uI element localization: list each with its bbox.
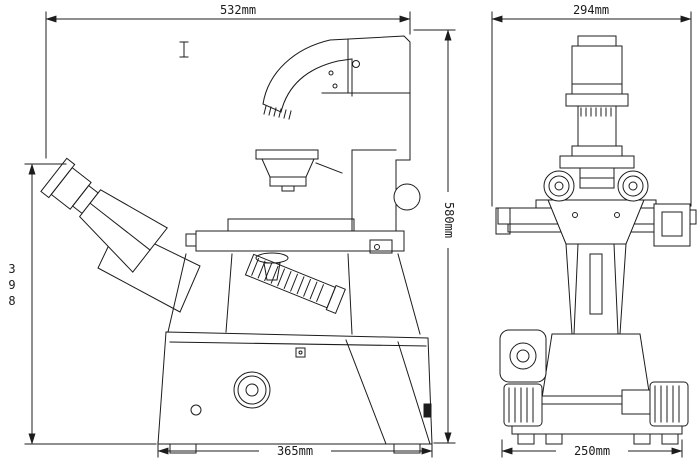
- condenser-lever: [315, 162, 343, 174]
- foot: [393, 443, 421, 454]
- condenser: [255, 149, 343, 192]
- foot: [169, 443, 197, 454]
- eyepiece-barrel: [50, 166, 92, 210]
- knob-hatch: [508, 387, 534, 423]
- eyepiece-left: [543, 170, 575, 202]
- eyepieces-front: [543, 170, 649, 202]
- dimension-label-365: 365mm: [259, 445, 331, 458]
- dimension-label-294: 294mm: [572, 3, 610, 17]
- switch-plate: [369, 239, 393, 254]
- tension-knob: [393, 183, 421, 211]
- stage-bracket: [653, 203, 691, 247]
- focus-controls: [499, 329, 689, 427]
- knob-axle: [621, 389, 653, 415]
- eyepiece-right: [617, 170, 649, 202]
- base: [157, 331, 433, 454]
- body-frame: [167, 239, 421, 335]
- condenser-dial-housing: [499, 329, 547, 383]
- foot: [661, 433, 679, 445]
- cursor-mark: [179, 41, 189, 58]
- side-view-drawing: [40, 35, 433, 454]
- dimension-label-532: 532mm: [219, 3, 257, 17]
- holder-hatch: [251, 257, 325, 303]
- condenser-front: [579, 167, 615, 189]
- head-and-column: [547, 199, 645, 335]
- label-plate: [295, 347, 306, 358]
- specimen-holder: [244, 253, 346, 315]
- dimension-label-250: 250mm: [556, 445, 628, 458]
- stage-knob: [689, 209, 697, 225]
- indicator: [190, 404, 202, 416]
- screw-icon: [328, 70, 334, 76]
- binocular-head: [40, 157, 201, 313]
- foot: [545, 433, 563, 445]
- screw-icon: [332, 83, 338, 89]
- focus-knob-left: [503, 383, 543, 427]
- knob-hatch: [654, 385, 680, 423]
- foot: [517, 433, 535, 445]
- lamp-housing: [559, 35, 635, 169]
- focus-knob-right: [649, 381, 689, 427]
- vent-hatch: [263, 105, 292, 120]
- dimension-label-580: 580mm: [441, 192, 456, 248]
- vent-hatch: [580, 107, 612, 117]
- screw-icon: [352, 60, 360, 68]
- focus-knob: [233, 371, 271, 409]
- foot: [633, 433, 651, 445]
- front-view-drawing: [495, 35, 697, 445]
- column-slot: [589, 253, 603, 315]
- dimension-label-398: 398: [5, 262, 19, 310]
- power-switch: [423, 403, 432, 418]
- stage: [185, 218, 405, 281]
- support-column: [351, 149, 421, 237]
- illumination-arm: [262, 35, 411, 161]
